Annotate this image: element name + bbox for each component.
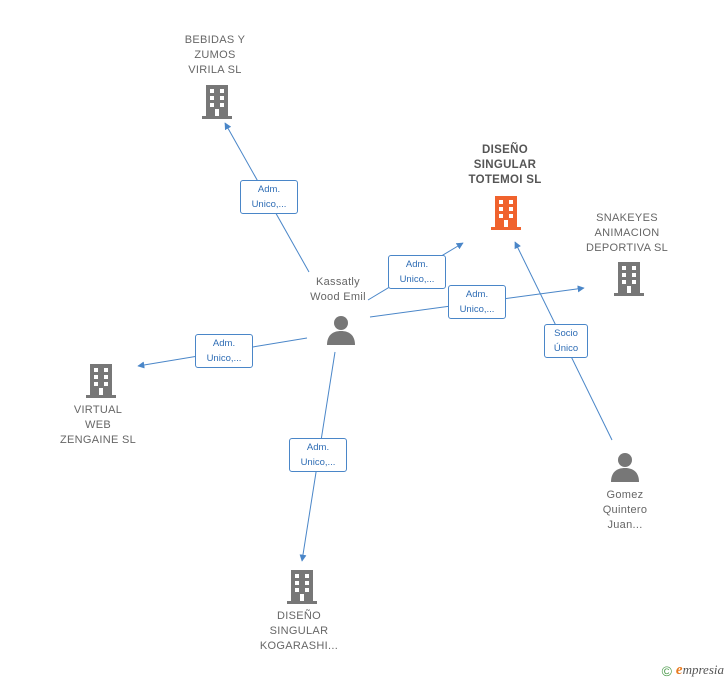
edge-label-kassatly-bebidas[interactable]: Adm. Unico,... (240, 180, 298, 214)
node-label-kassatly: Kassatly Wood Emil (310, 276, 366, 303)
building-icon[interactable] (202, 85, 232, 119)
brand-logo[interactable]: empresia (675, 662, 724, 678)
node-label-snakeyes: SNAKEYES ANIMACION DEPORTIVA SL (585, 212, 669, 254)
footer-brand: © empresia (662, 662, 724, 679)
node-label-bebidas: BEBIDAS Y ZUMOS VIRILA SL (184, 34, 246, 76)
node-label-totemoi: DISEÑO SINGULAR TOTEMOI SL (468, 144, 542, 186)
node-label-virtual: VIRTUAL WEB ZENGAINE SL (59, 404, 137, 446)
edge-label-kassatly-virtual[interactable]: Adm. Unico,... (195, 334, 253, 368)
building-icon[interactable] (614, 262, 644, 296)
node-label-kogarashi: DISEÑO SINGULAR KOGARASHI... (259, 610, 339, 652)
person-icon[interactable] (326, 315, 356, 345)
person-icon[interactable] (610, 452, 640, 482)
edge-label-gomez-totemoi[interactable]: Socio Único (544, 324, 588, 358)
edge-label-kassatly-totemoi[interactable]: Adm. Unico,... (388, 255, 446, 289)
building-icon[interactable] (287, 570, 317, 604)
edge-label-kassatly-kogarashi[interactable]: Adm. Unico,... (289, 438, 347, 472)
edge-label-kassatly-snakeyes[interactable]: Adm. Unico,... (448, 285, 506, 319)
copyright-icon: © (661, 662, 672, 679)
building-icon[interactable] (86, 364, 116, 398)
building-icon[interactable] (491, 196, 521, 230)
node-label-gomez: Gomez Quintero Juan... (602, 489, 648, 531)
